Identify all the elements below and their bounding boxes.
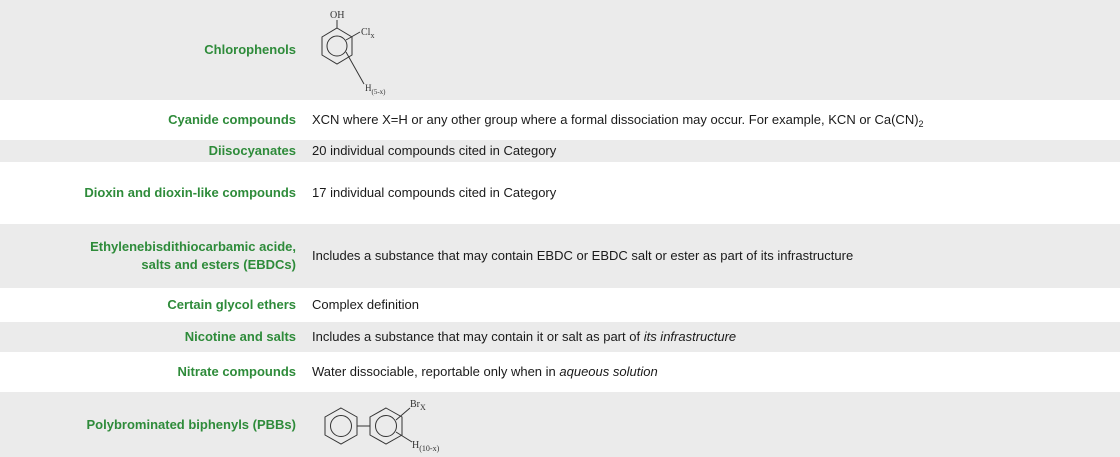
table-row: Certain glycol ethers Complex definition xyxy=(0,288,1120,322)
table-row: Cyanide compounds XCN where X=H or any o… xyxy=(0,100,1120,140)
description-text: Includes a substance that may contain it… xyxy=(312,322,1110,352)
description-text: 17 individual compounds cited in Categor… xyxy=(312,185,557,200)
table-row: Ethylenebisdithiocarbamic acide, salts an… xyxy=(0,224,1120,288)
category-label: Chlorophenols xyxy=(204,42,296,57)
svg-text:H(5-x): H(5-x) xyxy=(365,83,386,96)
oh-label: OH xyxy=(330,10,344,21)
svg-text:BrX: BrX xyxy=(410,399,426,412)
table-row: Chlorophenols OH Clx H(5-x) xyxy=(0,0,1120,100)
description-text: Water dissociable, reportable only when … xyxy=(312,352,1110,392)
category-label: Polybrominated biphenyls (PBBs) xyxy=(86,416,296,432)
category-label: Nicotine and salts xyxy=(184,329,296,344)
br-subscript: X xyxy=(420,403,426,412)
category-line-1: Ethylenebisdithiocarbamic acide, xyxy=(90,239,296,254)
description-main: Includes a substance that may contain it… xyxy=(312,329,644,344)
table-row: Polybrominated biphenyls (PBBs) BrX H(10… xyxy=(0,392,1120,457)
biphenyl-structure-icon: BrX H(10-x) xyxy=(324,399,440,453)
h-subscript: (10-x) xyxy=(419,444,439,453)
category-label: Ethylenebisdithiocarbamic acide, salts an… xyxy=(0,224,296,288)
table-row: Dioxin and dioxin-like compounds 17 indi… xyxy=(0,162,1120,224)
category-line-2: salts and esters (EBDCs) xyxy=(141,257,296,272)
category-label: Dioxin and dioxin-like compounds xyxy=(84,185,296,200)
category-label: Nitrate compounds xyxy=(177,364,296,379)
table-row: Nitrate compounds Water dissociable, rep… xyxy=(0,352,1120,392)
h-label: H xyxy=(412,440,419,451)
description-italic: its infrastructure xyxy=(643,329,737,344)
h-subscript: (5-x) xyxy=(372,88,387,96)
br-label: Br xyxy=(410,399,421,410)
description-text: Complex definition xyxy=(312,297,419,312)
category-label: Certain glycol ethers xyxy=(167,297,296,312)
description-italic: aqueous solution xyxy=(559,364,658,379)
description-main: Water dissociable, reportable only when … xyxy=(312,364,560,379)
description-text: Includes a substance that may contain EB… xyxy=(312,248,854,263)
table-row: Diisocyanates 20 individual compounds ci… xyxy=(0,140,1120,162)
chlorophenol-structure-icon: OH Clx H(5-x) xyxy=(321,10,386,96)
svg-text:H(10-x): H(10-x) xyxy=(412,440,440,453)
description-text: 20 individual compounds cited in Categor… xyxy=(312,143,557,158)
description-subscript: 2 xyxy=(918,119,924,129)
category-label: Cyanide compounds xyxy=(168,112,296,127)
description-text: XCN where X=H or any other group where a… xyxy=(312,100,1110,140)
cl-label: Cl xyxy=(361,27,371,38)
description-main: XCN where X=H or any other group where a… xyxy=(312,112,919,127)
table-row: Nicotine and salts Includes a substance … xyxy=(0,322,1120,352)
cl-subscript: x xyxy=(370,31,374,40)
h-label: H xyxy=(365,83,372,93)
category-label: Diisocyanates xyxy=(208,143,296,158)
svg-text:Clx: Clx xyxy=(361,27,374,40)
